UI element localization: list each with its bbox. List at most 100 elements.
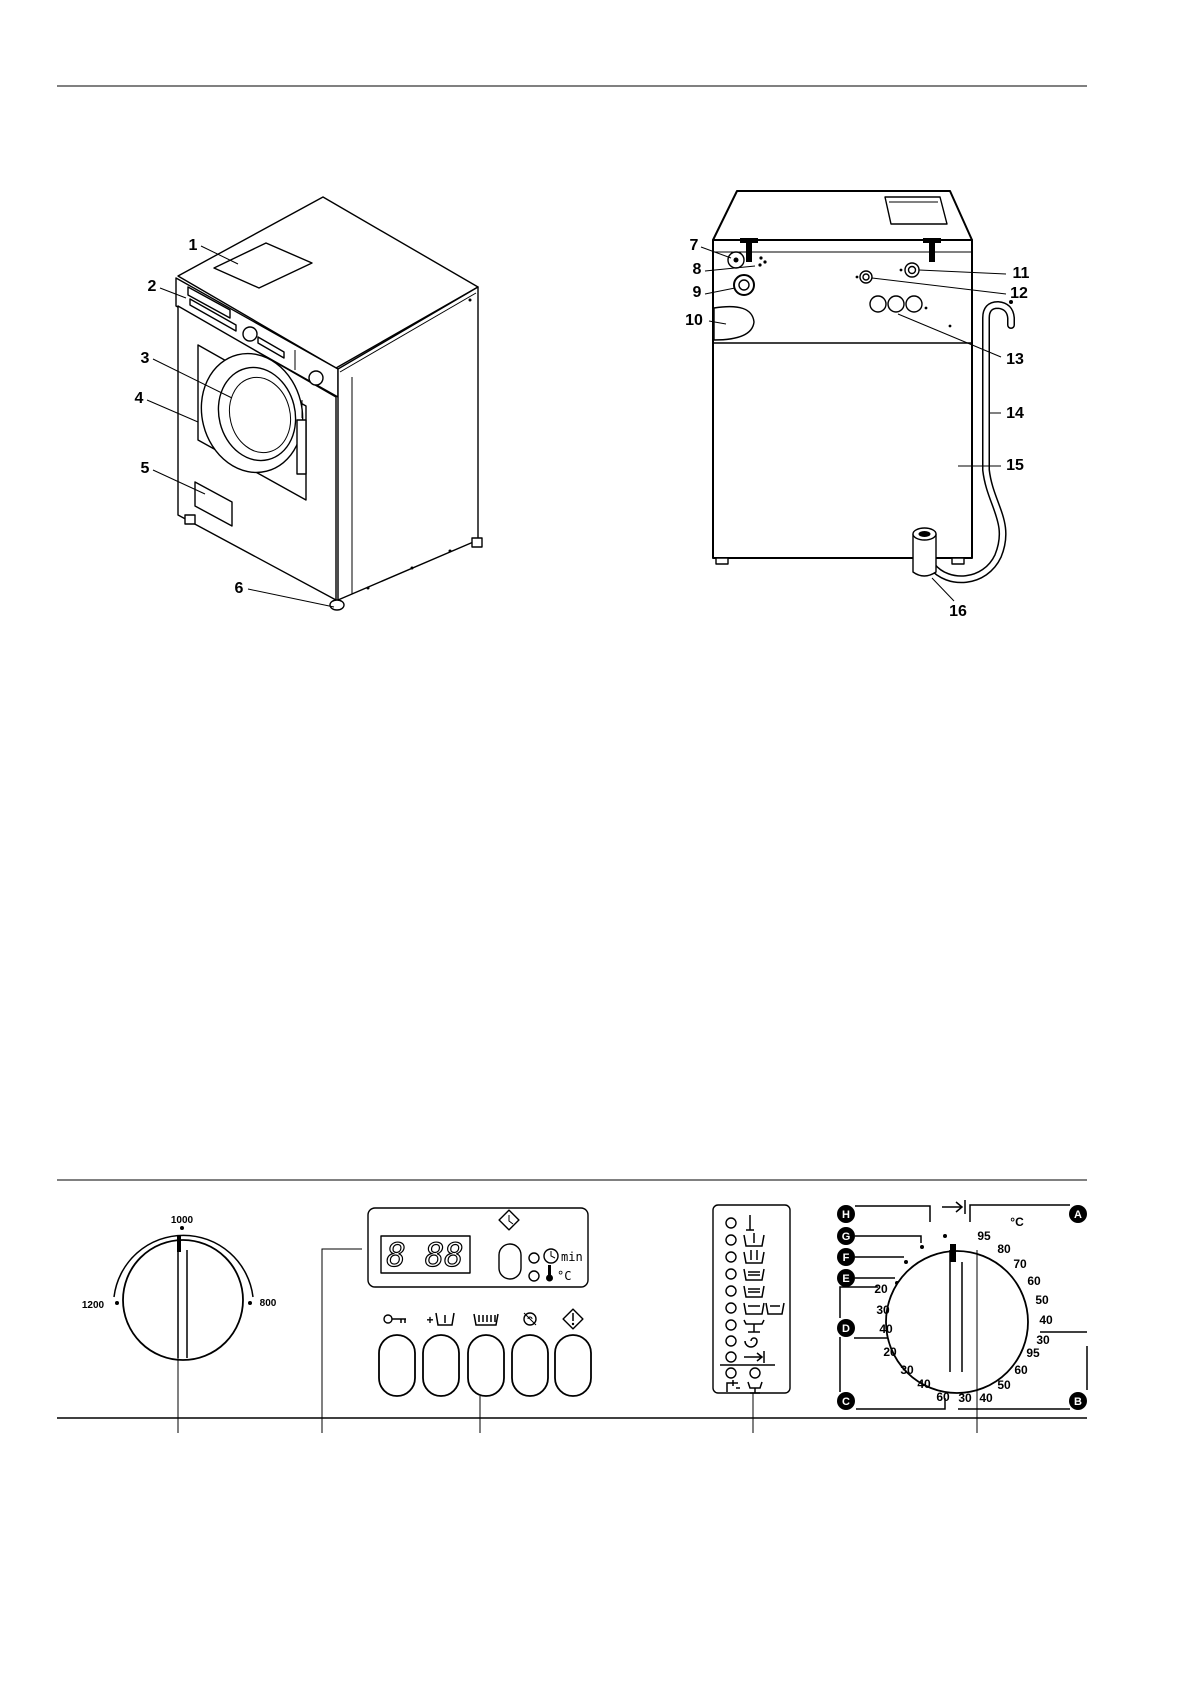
led [725, 1217, 737, 1229]
display-digits: 8 88 [386, 1236, 463, 1274]
end-icon [744, 1351, 765, 1363]
top-hatch [213, 242, 313, 289]
scale-c-label: 60 [936, 1390, 950, 1404]
spin-icon [523, 1312, 537, 1326]
dial-letter-h: H [837, 1205, 855, 1223]
rinse-basin-icon [743, 1285, 765, 1298]
temp-unit-label: °C [557, 1269, 571, 1283]
back-machine-figure [712, 190, 1015, 584]
connection-13a [869, 295, 887, 313]
callout-line-1 [200, 245, 239, 265]
scale-c-label: 30 [900, 1363, 914, 1377]
clock-hands [550, 1251, 556, 1259]
prewash-icon [743, 1233, 765, 1247]
scale-dot-800 [248, 1301, 252, 1305]
dial-frame-h [855, 1205, 931, 1222]
tap-icon [726, 1380, 740, 1392]
starch-icon [743, 1319, 765, 1333]
scale-dot-1200 [115, 1301, 119, 1305]
dial-mark-h [943, 1234, 947, 1238]
drain-icon [747, 1381, 763, 1394]
svg-text:H: H [842, 1209, 850, 1221]
spin-speed-knob: 1200 1000 800 [82, 1215, 277, 1433]
screw-dot [410, 566, 414, 570]
led [749, 1367, 761, 1379]
door-latch [296, 419, 307, 475]
scale-c-label: 40 [917, 1377, 931, 1391]
callout-15: 15 [1006, 457, 1024, 474]
front-callouts: 1 2 3 4 5 6 [135, 237, 335, 608]
digit-display [380, 1235, 471, 1274]
time-unit-label: min [561, 1250, 583, 1264]
foot-right [471, 537, 483, 548]
led [725, 1319, 737, 1331]
spin-knob-body [122, 1239, 244, 1361]
scale-a-label: 70 [1013, 1257, 1027, 1271]
screw-dot [448, 549, 452, 553]
select-button [498, 1243, 522, 1280]
led [725, 1335, 737, 1347]
scale-a-label: 30 [1036, 1333, 1050, 1347]
callout-1: 1 [189, 237, 198, 254]
panel-knob-right [308, 370, 324, 386]
connection-11-inner [907, 265, 917, 275]
connection-11-dot [899, 268, 903, 272]
temp-led [528, 1270, 540, 1282]
dial-letter-g: G [837, 1227, 855, 1245]
foot-front [329, 599, 345, 611]
svg-text:G: G [842, 1231, 851, 1243]
prewash-button [422, 1334, 460, 1397]
panel-dot [948, 324, 952, 328]
dial-mark-f [904, 1260, 908, 1264]
callout-14: 14 [1006, 405, 1024, 422]
scale-d-label: 40 [879, 1322, 893, 1336]
svg-text:D: D [842, 1323, 850, 1335]
callout-line-7 [700, 246, 732, 259]
function-buttons: + [378, 1308, 592, 1433]
screw-dot [468, 298, 472, 302]
callout-4: 4 [135, 390, 144, 407]
scale-d-label: 30 [876, 1303, 890, 1317]
led [725, 1351, 737, 1363]
callout-line-2 [159, 287, 187, 299]
led [725, 1285, 737, 1297]
callout-7: 7 [690, 237, 699, 254]
front-machine-figure [175, 196, 483, 611]
display-panel: 8 88 min °C [321, 1207, 589, 1433]
prewash-plus: + [426, 1313, 433, 1327]
callout-line-16 [931, 577, 955, 602]
dial-letter-b: B [1069, 1392, 1087, 1410]
soak-icon [743, 1302, 785, 1315]
scale-c-label: 20 [883, 1345, 897, 1359]
connection-10 [713, 305, 755, 341]
soak-button [467, 1334, 505, 1397]
led [725, 1251, 737, 1263]
callout-8: 8 [693, 261, 702, 278]
indicator-panel [712, 1204, 791, 1433]
callout-line-5 [152, 469, 206, 495]
prewash-icon: + [426, 1312, 455, 1327]
callout-line-9 [704, 287, 736, 295]
panel-display [187, 286, 231, 319]
spin-scale-arc [113, 1234, 254, 1298]
scale-b-label: 60 [1014, 1363, 1028, 1377]
screw-dot [366, 586, 370, 590]
connection-12-inner [862, 273, 870, 281]
water-tap-right [923, 238, 941, 262]
led [725, 1302, 737, 1314]
dial-knob-pointer [950, 1244, 956, 1262]
soak-icon [473, 1313, 499, 1326]
panel-buttons-row [257, 336, 285, 359]
callout-line-12 [871, 277, 1007, 295]
water-tap-left [740, 238, 767, 267]
drain-hose-inner [929, 302, 1014, 582]
callout-6: 6 [235, 580, 244, 597]
dial-knob-body [885, 1250, 1029, 1394]
scale-d-label: 20 [874, 1282, 888, 1296]
spin-icon [744, 1337, 758, 1348]
dial-temp-unit: °C [1010, 1215, 1024, 1229]
start-icon [562, 1308, 584, 1330]
back-callouts: 7 8 9 10 11 12 13 14 15 16 [685, 237, 1029, 620]
spin-button [511, 1334, 549, 1397]
